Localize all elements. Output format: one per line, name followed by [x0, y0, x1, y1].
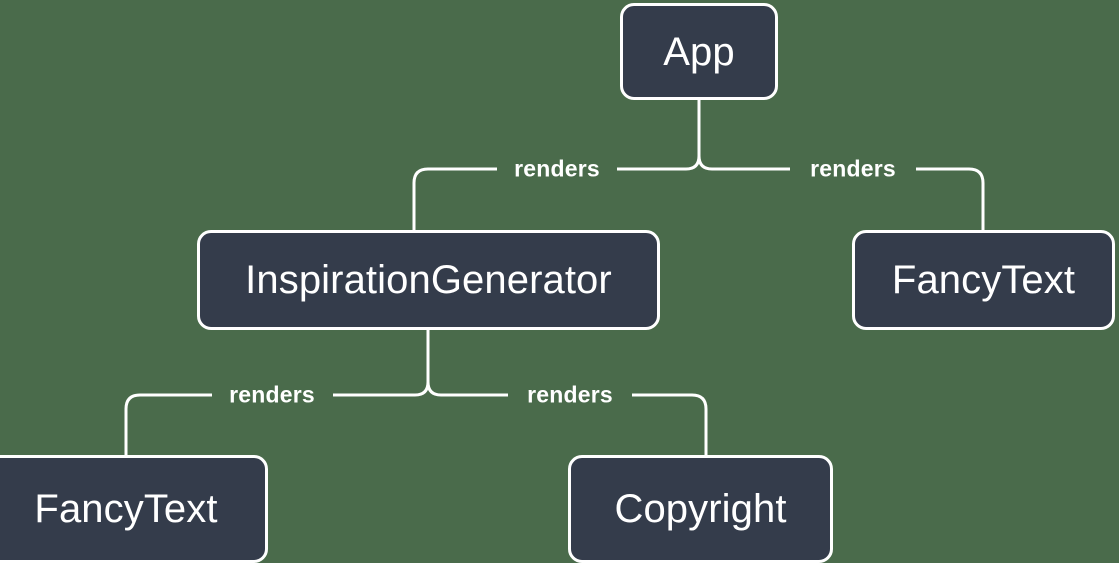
node-inspirationgenerator[interactable]: InspirationGenerator: [197, 230, 660, 330]
node-copyright-label: Copyright: [614, 487, 787, 531]
node-app-label: App: [663, 29, 735, 74]
node-inspirationgenerator-label: InspirationGenerator: [245, 258, 612, 302]
node-app[interactable]: App: [620, 3, 778, 100]
edge-label-inspirationgenerator-to-fancytext: renders: [229, 381, 315, 408]
edge-label-inspirationgenerator-to-copyright: renders: [527, 381, 613, 408]
edge-label-app-to-fancytext-right: renders: [810, 155, 896, 182]
edge-label-app-to-inspirationgenerator: renders: [514, 155, 600, 182]
node-fancytext-right-label: FancyText: [891, 258, 1076, 302]
node-fancytext-right[interactable]: FancyText: [852, 230, 1115, 330]
node-fancytext-bottom-left-label: FancyText: [34, 487, 218, 531]
node-fancytext-bottom-left[interactable]: FancyText: [0, 455, 268, 563]
node-copyright[interactable]: Copyright: [568, 455, 833, 563]
